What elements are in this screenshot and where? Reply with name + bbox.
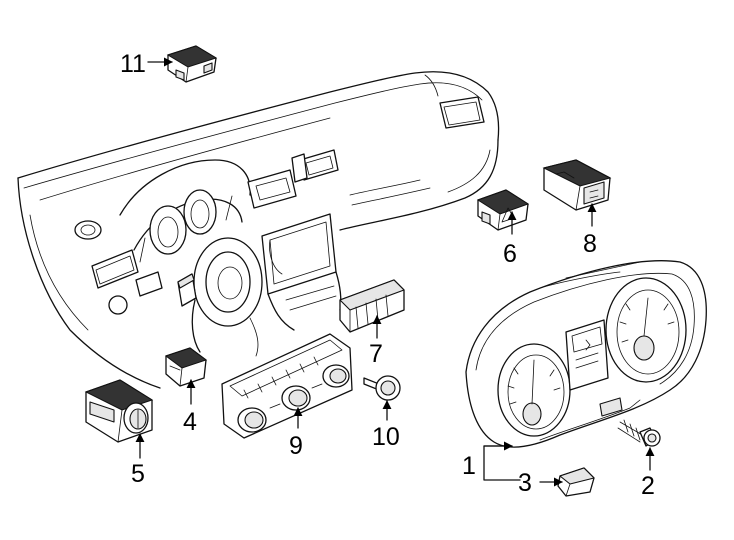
part-9-climate-control — [221, 333, 353, 439]
part-1-instrument-cluster — [465, 260, 707, 448]
callout-4: 4 — [183, 408, 197, 436]
callout-9: 9 — [289, 432, 303, 460]
part-11-switch — [166, 45, 218, 83]
callout-7: 7 — [369, 340, 383, 368]
part-7-switch-strip — [339, 279, 405, 333]
callout-6: 6 — [503, 240, 517, 268]
part-10-bolt — [363, 375, 401, 401]
callout-8: 8 — [583, 230, 597, 258]
callout-10: 10 — [372, 423, 400, 451]
leader-lines — [135, 57, 655, 487]
callout-5: 5 — [131, 460, 145, 488]
callout-labels: 11 6 8 7 4 5 9 10 1 3 2 — [120, 50, 655, 500]
dashboard-illustration — [17, 71, 500, 389]
part-2-screw — [617, 419, 661, 447]
part-5-headlamp-switch — [84, 379, 154, 443]
part-3-clip — [557, 467, 595, 497]
callout-11: 11 — [120, 50, 146, 78]
callout-2: 2 — [641, 472, 655, 500]
callout-1: 1 — [462, 452, 476, 480]
part-4-switch — [164, 347, 208, 387]
callout-3: 3 — [518, 469, 532, 497]
part-6-hazard-switch — [476, 189, 530, 231]
part-8-switch-panel — [542, 159, 612, 211]
